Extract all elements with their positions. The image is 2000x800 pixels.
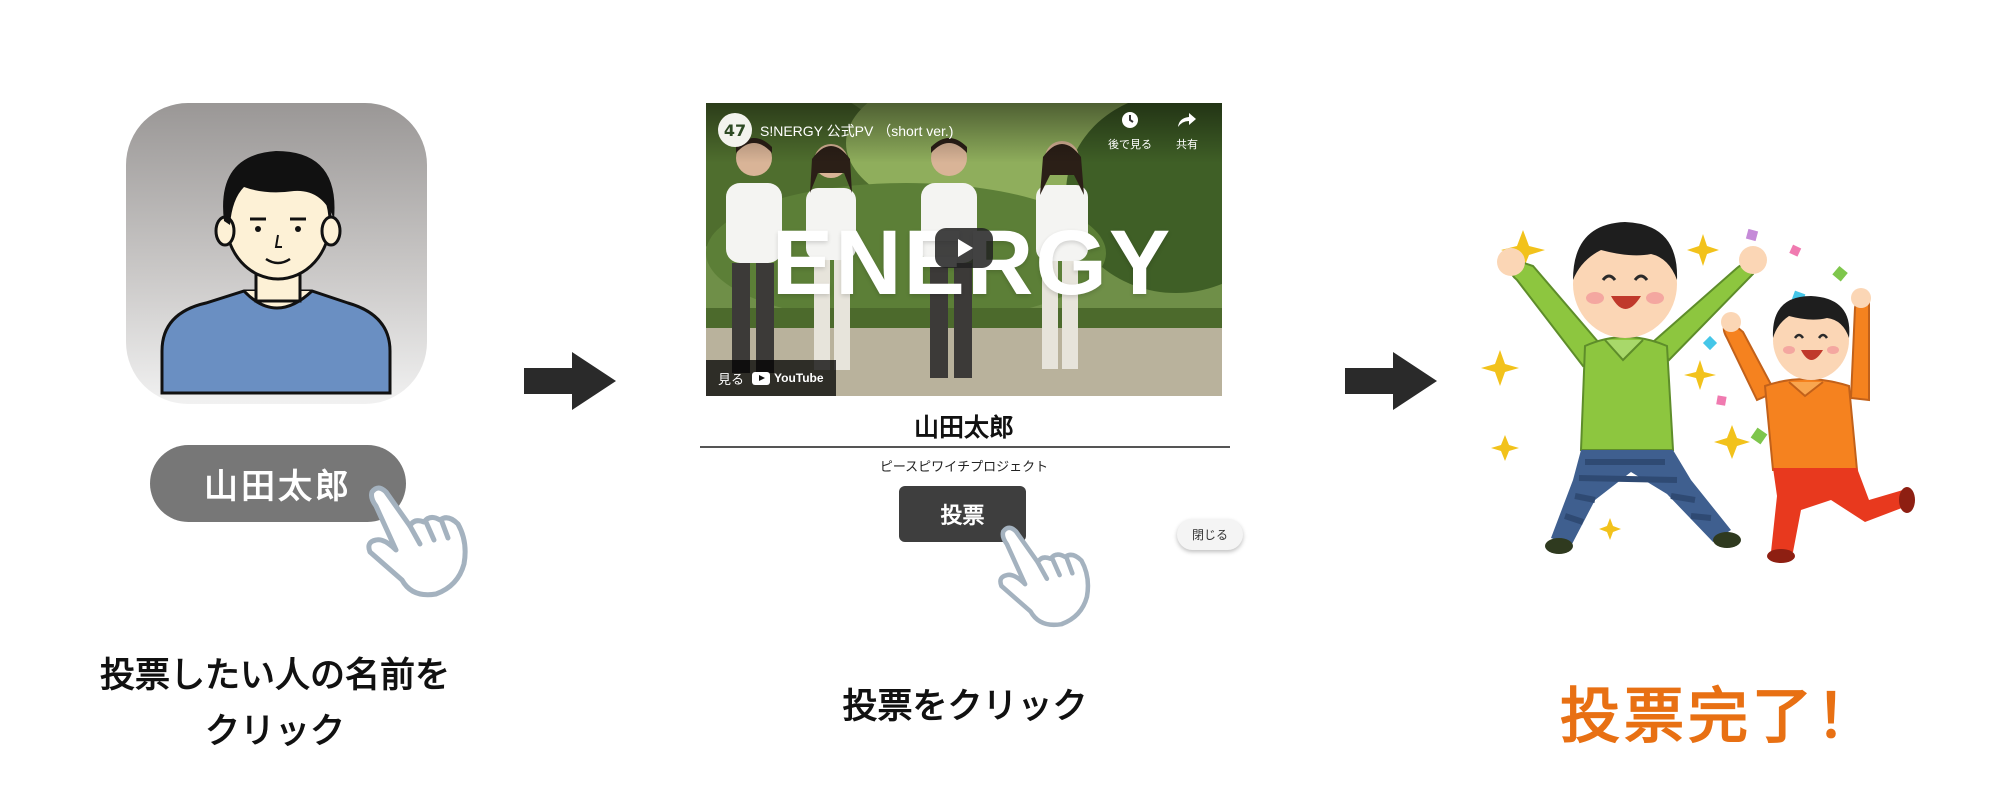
close-button[interactable]: 閉じる [1177,519,1243,550]
share-icon [1178,113,1196,127]
caption-line: クリック [204,712,345,752]
person-illustration [160,151,392,395]
youtube-label: YouTube [774,371,824,385]
watch-on-label: 見る [718,372,745,388]
video-player[interactable]: 47 S!NERGY 公式PV （short ver.) 後で見る 共有 ENE… [706,103,1222,396]
watch-later-label: 後で見る [1108,138,1152,151]
channel-logo[interactable]: 47 [718,113,752,147]
step1-caption: 投票したい人の名前を クリック [60,648,490,760]
caption-line: 投票したい人の名前を [99,656,450,696]
right-arrow-icon [1345,352,1437,410]
play-icon[interactable] [935,228,993,268]
candidate-name: 山田太郎 [913,413,1014,442]
pointing-hand-icon [366,485,468,598]
boy-green-shirt [1497,222,1767,554]
watch-on-youtube-button[interactable]: 見る YouTube [706,360,836,396]
sparkle-icon [1481,230,1750,540]
step2-caption: 投票をクリック [842,687,1088,727]
video-top-bar [706,103,1222,163]
video-title[interactable]: S!NERGY 公式PV （short ver.) [760,123,954,139]
candidate-avatar[interactable] [126,103,427,404]
boy-orange-shirt [1721,288,1915,563]
watch-later-button[interactable]: 後で見る [1105,111,1155,152]
vote-complete-text: 投票完了！ [1560,682,1880,752]
pointing-hand-icon [998,525,1091,628]
share-label: 共有 [1176,138,1198,151]
youtube-logo-icon: YouTube [752,371,824,385]
right-arrow-icon [524,352,616,410]
video-thumbnail [706,103,1222,396]
project-name: ピースピワイチプロジェクト [879,460,1049,475]
share-button[interactable]: 共有 [1162,111,1212,152]
clock-icon [1122,112,1138,128]
candidate-name-button[interactable]: 山田太郎 [150,445,406,522]
divider [700,446,1230,448]
celebrating-children-illustration [1481,222,1915,563]
